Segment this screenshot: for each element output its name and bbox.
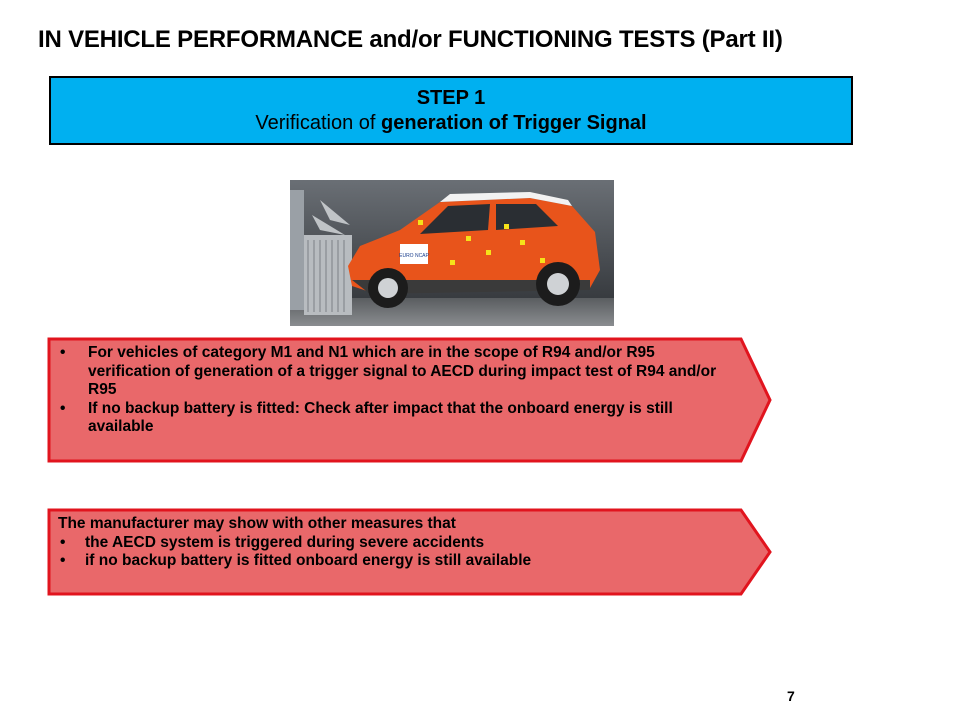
requirements-arrow-box: For vehicles of category M1 and N1 which… (46, 336, 774, 464)
step-box: STEP 1 Verification of generation of Tri… (49, 76, 853, 145)
step-description-plain: Verification of (255, 112, 382, 134)
step-description: Verification of generation of Trigger Si… (51, 111, 851, 136)
alternative-measures-arrow-box: The manufacturer may show with other mea… (46, 507, 774, 597)
page-number: 7 (787, 688, 795, 704)
alternative-intro: The manufacturer may show with other mea… (58, 515, 456, 532)
crash-test-car-icon: EURO NCAP (290, 180, 614, 326)
step-label: STEP 1 (416, 87, 486, 109)
crash-test-photo: EURO NCAP (290, 180, 614, 326)
requirement-item: If no backup battery is fitted: Check af… (58, 400, 728, 437)
step-description-bold: generation of Trigger Signal (381, 112, 647, 134)
euro-ncap-badge: EURO NCAP (399, 253, 429, 259)
requirement-item: For vehicles of category M1 and N1 which… (58, 344, 728, 400)
alternative-item: the AECD system is triggered during seve… (58, 534, 728, 553)
alternative-item: if no backup battery is fitted onboard e… (58, 552, 728, 571)
slide-title: IN VEHICLE PERFORMANCE and/or FUNCTIONIN… (38, 26, 783, 53)
